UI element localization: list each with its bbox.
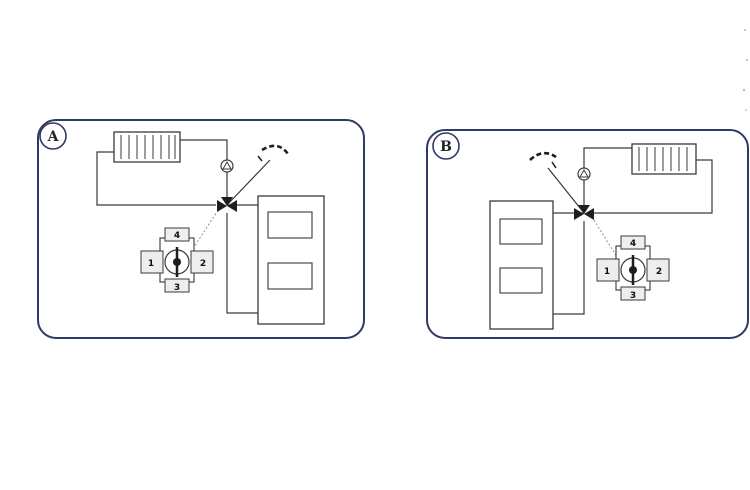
port-label-4: 4 xyxy=(174,231,180,241)
boiler-unit xyxy=(257,195,325,325)
port-label-2: 2 xyxy=(200,259,206,269)
port-label-1: 1 xyxy=(148,259,154,269)
radiator-icon xyxy=(631,143,697,175)
panel-b: B xyxy=(426,129,749,339)
panel-a-label: A xyxy=(47,129,60,145)
panel-b-label: B xyxy=(440,139,452,155)
panel-b-label-circle xyxy=(432,132,460,160)
valve-detail-b: 4 1 2 3 xyxy=(593,219,670,301)
panel-a: A xyxy=(37,119,365,339)
port-label-4: 4 xyxy=(630,239,636,249)
port-label-2: 2 xyxy=(656,267,662,277)
radiator-icon xyxy=(113,131,181,163)
boiler-unit xyxy=(489,200,554,330)
rotation-arrow-icon xyxy=(529,151,557,169)
piping xyxy=(96,139,271,314)
port-label-3: 3 xyxy=(174,283,180,293)
page-edge-speckle xyxy=(742,29,748,111)
valve-detail-a: 4 1 2 3 xyxy=(140,211,218,293)
port-label-3: 3 xyxy=(630,291,636,301)
mixing-valve-icon xyxy=(574,205,594,220)
panel-b-frame xyxy=(426,129,749,339)
rotation-arrow-icon xyxy=(257,144,290,162)
pump-icon xyxy=(577,167,591,181)
mixing-valve-icon xyxy=(217,197,237,212)
pump-icon xyxy=(220,159,234,173)
port-label-1: 1 xyxy=(604,267,610,277)
panel-a-frame xyxy=(37,119,365,339)
panel-a-label-circle xyxy=(39,122,67,150)
